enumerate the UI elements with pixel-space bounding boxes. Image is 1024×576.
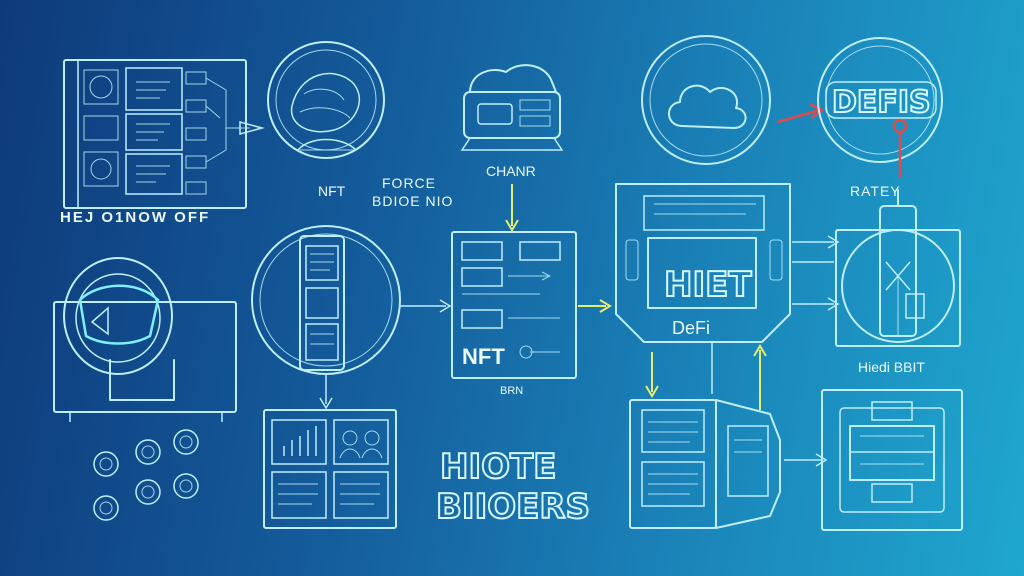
dashboard-panel-icon <box>63 59 265 209</box>
top-left-caption: HEJ O1NOW OFF <box>60 209 210 226</box>
force-label-line1: FORCE <box>382 175 436 191</box>
nft-card-icon <box>451 231 577 379</box>
hiet-label: HIET <box>664 265 752 305</box>
defi-badge-icon <box>817 37 943 163</box>
brn-label: BRN <box>500 385 523 397</box>
ratey-label: RATEY <box>850 183 901 199</box>
hiote-label-line2: BIIOERS <box>436 487 590 527</box>
wearable-device-icon <box>53 257 237 422</box>
force-label-line2: BDIOE NIO <box>372 193 453 209</box>
server-cabinet-icon <box>629 399 781 529</box>
vault-panel-icon <box>821 389 963 531</box>
analytics-board-icon <box>263 409 397 529</box>
defis-label: DEFIS <box>832 85 931 120</box>
cloud-circle-icon <box>641 35 771 165</box>
chanr-label: CHANR <box>486 163 536 179</box>
hiote-label-line1: HIOTE <box>440 447 556 487</box>
chain-machine-icon <box>460 64 564 151</box>
nft-top-label: NFT <box>318 183 346 199</box>
rate-globe-icon <box>835 189 961 347</box>
coin-icons <box>93 429 199 521</box>
defi-label: DeFi <box>672 318 710 338</box>
defi-hub-icon <box>615 183 791 343</box>
center-nft-label: NFT <box>462 344 505 369</box>
nft-globe-icon <box>267 41 385 159</box>
hiedi-bbit-label: Hiedi BBIT <box>858 359 925 375</box>
phone-circle-icon <box>251 225 401 375</box>
